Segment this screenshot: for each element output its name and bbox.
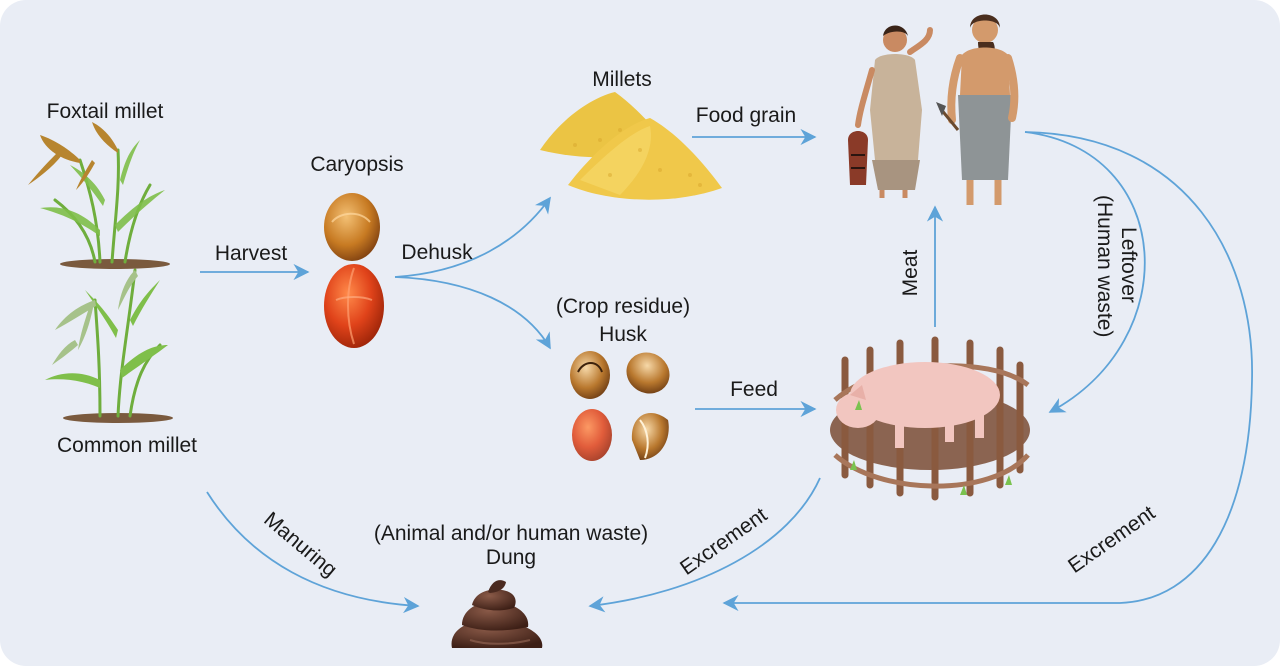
leftover-label: Leftover [1117,227,1140,303]
people-icon [848,14,1019,205]
pig-pen-icon [830,336,1030,501]
arrows [200,128,1253,614]
dehusk-to-husk-arrow [394,276,551,350]
feed-label: Feed [730,378,778,401]
husk-label: Husk [599,323,647,346]
food-grain-label: Food grain [695,104,797,127]
dung-icon [451,580,543,648]
dung-label: Dung [485,546,537,569]
foxtail-millet-plant-icon [28,122,170,269]
manuring-arrow [206,491,420,614]
dehusk-label: Dehusk [401,241,473,264]
foxtail-millet-label: Foxtail millet [46,100,164,123]
crop-residue-label: (Crop residue) [555,295,691,318]
meat-label: Meat [899,249,922,297]
caryopsis-label: Caryopsis [310,153,404,176]
millets-label: Millets [592,68,652,91]
human-waste-label: (Human waste) [1093,195,1116,338]
harvest-label: Harvest [214,242,288,265]
pig-excrement-arrow [588,477,821,613]
caryopsis-grains-icon [324,193,384,348]
dehusk-to-millets-arrow [394,196,551,278]
human-excrement-arrow [722,131,1253,612]
leftover-arrow [1024,131,1146,413]
animal-human-waste-label: (Animal and/or human waste) [373,522,649,545]
common-millet-plant-icon [45,268,173,423]
husk-icon [570,351,670,461]
common-millet-label: Common millet [56,434,198,457]
millet-pile-icon [540,92,722,200]
